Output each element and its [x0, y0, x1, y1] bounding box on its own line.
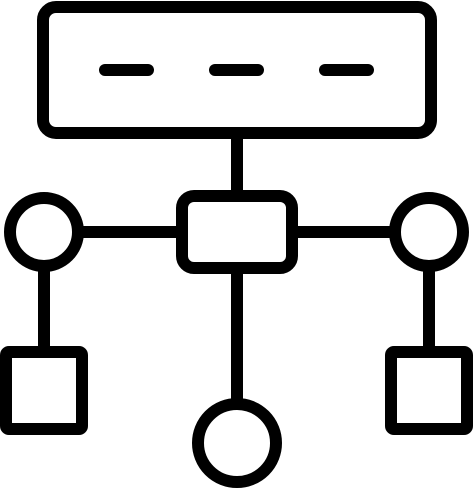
- right-square-node: [385, 346, 473, 435]
- left-circle-node: [4, 192, 84, 272]
- connectors: [38, 127, 435, 408]
- right-circle-node: [389, 192, 469, 272]
- bottom-circle-node: [192, 398, 282, 488]
- left-square-node: [0, 346, 88, 435]
- top-panel: [37, 1, 437, 139]
- center-hub-node: [176, 190, 298, 274]
- top-panel-frame: [37, 1, 437, 139]
